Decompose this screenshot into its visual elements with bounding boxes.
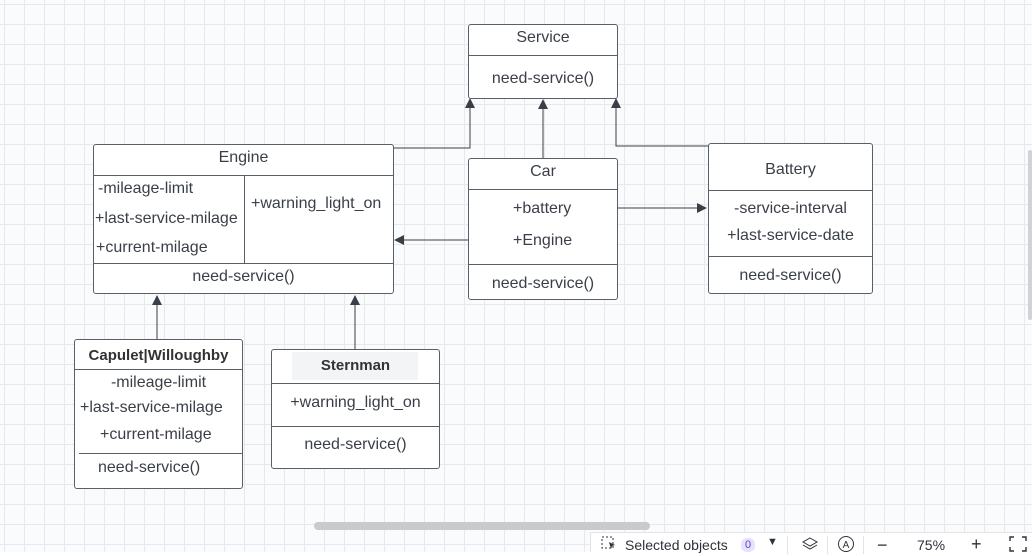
divider: [827, 536, 828, 554]
attributes-section: -mileage-limit +last-service-milage +cur…: [94, 175, 393, 264]
class-sternman[interactable]: Sternman +warning_light_on need-service(…: [271, 349, 440, 469]
methods-section: need-service(): [272, 426, 439, 469]
attribute: +Engine: [513, 232, 573, 249]
attributes-section: -service-interval +last-service-date: [709, 190, 872, 256]
class-name: Capulet|Willoughby: [88, 347, 229, 364]
class-name: Engine: [218, 149, 269, 166]
attribute: -mileage-limit: [110, 374, 207, 391]
class-battery[interactable]: Battery -service-interval +last-service-…: [708, 143, 873, 294]
attribute: +warning_light_on: [290, 394, 421, 411]
attributes-section: +battery +Engine: [469, 189, 617, 264]
class-capulet-willoughby[interactable]: Capulet|Willoughby -mileage-limit +last-…: [74, 339, 243, 489]
attribute: +last-service-milage: [95, 210, 238, 227]
caret-down-icon[interactable]: ▼: [767, 536, 778, 548]
attributes-section: +warning_light_on: [272, 383, 439, 425]
methods-section: need-service(): [469, 264, 617, 300]
svg-text:A: A: [843, 540, 850, 551]
divider: [787, 536, 788, 554]
method: need-service(): [491, 70, 595, 87]
selected-objects-label[interactable]: Selected objects: [625, 537, 728, 553]
section-divider: [79, 453, 242, 454]
attribute: +last-service-milage: [80, 399, 223, 416]
zoom-out-button[interactable]: −: [877, 535, 888, 555]
column-divider: [244, 176, 245, 264]
methods-section: need-service(): [75, 453, 242, 489]
method: need-service(): [491, 275, 595, 292]
class-engine[interactable]: Engine -mileage-limit +last-service-mila…: [93, 144, 394, 294]
class-car[interactable]: Car +battery +Engine need-service(): [468, 158, 618, 300]
selection-icon: [601, 536, 617, 553]
horizontal-scrollbar[interactable]: [314, 522, 650, 530]
zoom-level[interactable]: 75%: [917, 537, 946, 553]
attribute: +warning_light_on: [251, 195, 382, 212]
attribute: -service-interval: [734, 200, 847, 217]
methods-section: need-service(): [469, 55, 617, 99]
selected-count-badge: 0: [741, 536, 756, 553]
attribute: -mileage-limit: [98, 180, 194, 197]
method: need-service(): [739, 267, 842, 284]
methods-section: need-service(): [94, 263, 393, 294]
attribute: +current-milage: [96, 239, 208, 256]
attribute: +last-service-date: [727, 227, 854, 244]
vertical-scrollbar[interactable]: [1028, 150, 1032, 320]
class-name: Battery: [765, 161, 816, 178]
accessibility-icon[interactable]: A: [837, 535, 855, 556]
layers-icon[interactable]: [801, 536, 819, 555]
methods-section: need-service(): [709, 256, 872, 294]
class-name-highlight: [292, 352, 418, 380]
attribute: +battery: [513, 200, 572, 217]
class-name: Sternman: [320, 357, 391, 374]
class-name: Service: [516, 29, 570, 46]
battery-to-service-arrow: [611, 98, 708, 147]
bottom-toolbar: Selected objects 0 ▼ A − 75% +: [590, 532, 1032, 555]
class-name: Car: [530, 163, 556, 180]
attribute: +current-milage: [100, 426, 212, 443]
method: need-service(): [304, 436, 407, 453]
divider: [863, 536, 864, 554]
zoom-in-button[interactable]: +: [971, 534, 982, 554]
engine-to-service-arrow: [394, 98, 475, 149]
method: need-service(): [192, 268, 295, 285]
fullscreen-icon[interactable]: [1009, 536, 1027, 555]
method: need-service(): [98, 459, 201, 476]
attributes-section: -mileage-limit +last-service-milage +cur…: [75, 369, 242, 453]
class-service[interactable]: Service need-service(): [468, 24, 618, 99]
